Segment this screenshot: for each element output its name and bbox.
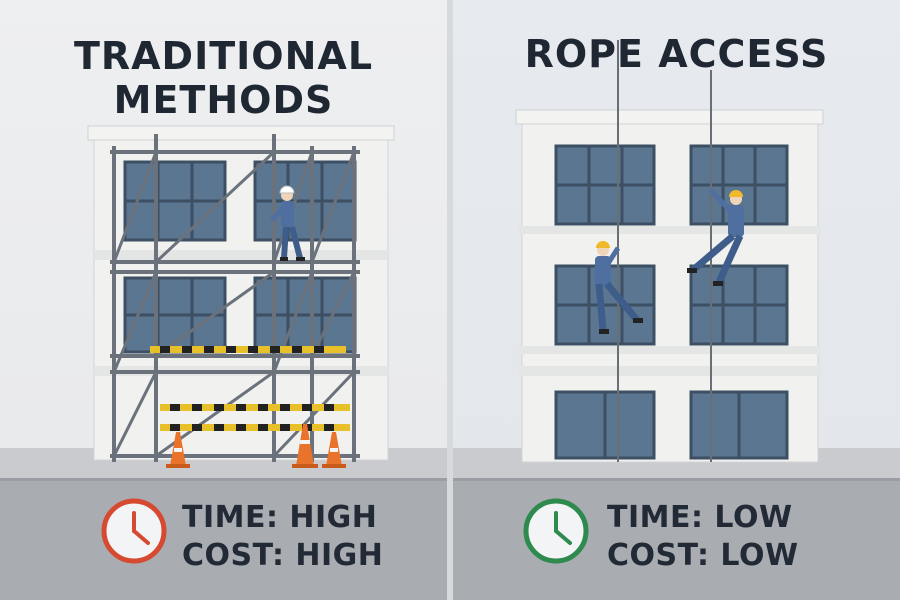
hazard-tape — [150, 346, 350, 431]
rope-access-panel: ROPE ACCESS TIME: LOW COST: LOW — [453, 0, 900, 600]
left-title: TRADITIONAL METHODS — [0, 34, 447, 122]
right-title: ROPE ACCESS — [524, 32, 829, 76]
left-time-label: TIME: HIGH — [182, 500, 378, 535]
right-time-label: TIME: LOW — [607, 500, 793, 535]
left-clock-icon — [101, 498, 167, 564]
rope-worker-left — [595, 241, 643, 334]
left-title-line2: METHODS — [113, 78, 334, 122]
panel-divider — [447, 0, 453, 600]
traditional-methods-panel: TRADITIONAL METHODS TIME: HIGH COST: HIG… — [0, 0, 447, 600]
right-cost-label: COST: LOW — [607, 538, 799, 573]
rope-worker-right — [687, 188, 744, 286]
right-clock-icon — [523, 498, 589, 564]
ground — [0, 478, 447, 600]
left-title-line1: TRADITIONAL — [73, 34, 374, 78]
scaffold-building-illustration — [0, 125, 447, 600]
rope-access-building-illustration — [453, 40, 900, 600]
scaffold-worker — [270, 185, 305, 261]
left-cost-label: COST: HIGH — [182, 538, 384, 573]
traffic-cones — [166, 424, 346, 468]
